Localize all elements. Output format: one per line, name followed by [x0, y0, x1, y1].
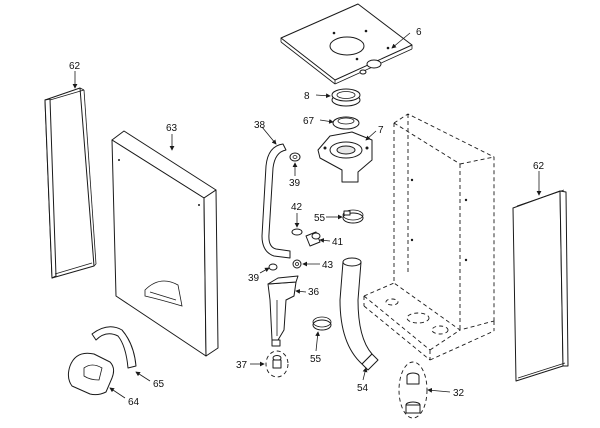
handle-part-64: [67, 352, 115, 396]
leader-lines: [72, 32, 542, 399]
front-cover-panel-part-63: [111, 130, 219, 357]
callout-part-32: 32: [453, 388, 465, 399]
callout-part-36: 36: [308, 287, 320, 298]
hose-clamp-part-55-upper: [342, 209, 364, 224]
clip-part-43: [292, 259, 302, 269]
side-panel-left-part-62: [44, 87, 97, 279]
callout-part-8: 8: [304, 91, 310, 102]
flue-ring-part-8: [331, 88, 361, 107]
callout-part-55-upper: 55: [314, 213, 326, 224]
trim-strip-part-65: [91, 326, 137, 369]
siphon-part-36: [267, 275, 299, 347]
drain-fitting-part-32: [398, 361, 428, 419]
callout-part-39-upper: 39: [289, 178, 301, 189]
seal-part-42: [291, 228, 303, 236]
callout-part-38: 38: [254, 120, 266, 131]
flexible-hose-part-54: [339, 257, 379, 371]
callout-part-54: 54: [357, 383, 369, 394]
callout-part-6: 6: [416, 27, 422, 38]
callout-part-64: 64: [128, 397, 140, 408]
clip-part-39-lower: [268, 263, 278, 271]
fan-housing-part-7: [317, 131, 373, 183]
top-plate-part-6: [280, 3, 413, 85]
callout-part-42: 42: [291, 202, 303, 213]
callout-part-55-lower: 55: [310, 354, 322, 365]
callout-part-62-right: 62: [533, 161, 545, 172]
callout-part-67: 67: [303, 116, 315, 127]
callout-part-41: 41: [332, 237, 344, 248]
clip-part-39-upper: [289, 152, 301, 162]
hose-clamp-part-55-lower: [312, 316, 332, 331]
callout-part-39-lower: 39: [248, 273, 260, 284]
callout-part-43: 43: [322, 260, 334, 271]
side-panel-right-part-62: [512, 189, 569, 382]
curved-pipe-part-38: [261, 143, 291, 259]
callout-part-37: 37: [236, 360, 248, 371]
gasket-part-67: [332, 116, 360, 130]
boiler-frame-outline: [363, 113, 495, 361]
trap-part-37: [265, 350, 289, 378]
connector-part-41: [305, 231, 321, 247]
callout-part-63: 63: [166, 123, 178, 134]
callout-part-65: 65: [153, 379, 165, 390]
callout-part-7: 7: [378, 125, 384, 136]
callout-part-62-left: 62: [69, 61, 81, 72]
